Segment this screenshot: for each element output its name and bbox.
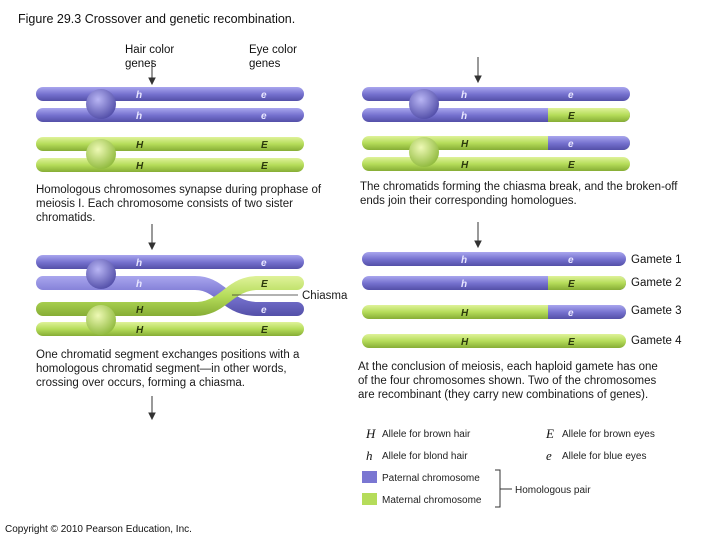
step-arrows — [148, 57, 482, 421]
gamete-4-chromosome — [362, 334, 626, 348]
allele-h-desc: Allele for blond hair — [382, 451, 468, 462]
panel-crossover: h e h E H e H E — [36, 255, 304, 336]
svg-text:E: E — [261, 161, 268, 172]
svg-text:h: h — [136, 111, 142, 122]
eye-color-genes-label: Eye color genes — [249, 44, 297, 70]
svg-text:h: h — [136, 258, 142, 269]
gamete-1-chromosome — [362, 252, 626, 266]
svg-text:H: H — [136, 325, 144, 336]
svg-text:E: E — [261, 140, 268, 151]
caption-conclusion: At the conclusion of meiosis, each haplo… — [358, 361, 658, 401]
svg-text:E: E — [261, 279, 268, 290]
homologous-pair-label: Homologous pair — [515, 485, 591, 496]
caption-break: The chromatids forming the chiasma break… — [360, 181, 678, 207]
hair-color-genes-label: Hair color genes — [125, 44, 175, 70]
caption-synapse: Homologous chromosomes synapse during pr… — [36, 184, 322, 224]
panel-synapse: h e h e H E H E — [36, 87, 304, 172]
svg-text:e: e — [568, 255, 574, 266]
svg-text:H: H — [461, 337, 469, 348]
chiasma-label: Chiasma — [302, 290, 348, 302]
caption-crossover: One chromatid segment exchanges position… — [36, 349, 300, 389]
svg-text:e: e — [568, 90, 574, 101]
homologous-bracket — [495, 469, 501, 508]
svg-text:h: h — [461, 279, 467, 290]
svg-text:h: h — [461, 90, 467, 101]
svg-text:e: e — [261, 305, 267, 316]
allele-e-desc: Allele for blue eyes — [562, 451, 647, 462]
allele-E-desc: Allele for brown eyes — [562, 429, 655, 440]
svg-text:e: e — [261, 90, 267, 101]
gamete-1-label: Gamete 1 — [631, 254, 682, 266]
paternal-swatch — [362, 471, 377, 483]
svg-text:H: H — [136, 305, 144, 316]
allele-e-symbol: e — [546, 448, 552, 463]
copyright: Copyright © 2010 Pearson Education, Inc. — [5, 524, 192, 535]
svg-text:e: e — [568, 308, 574, 319]
svg-text:h: h — [461, 111, 467, 122]
maternal-swatch — [362, 493, 377, 505]
svg-text:e: e — [568, 139, 574, 150]
svg-text:E: E — [568, 279, 575, 290]
maternal-chromosome-label: Maternal chromosome — [382, 495, 482, 506]
gamete-3-label: Gamete 3 — [631, 305, 682, 317]
svg-text:E: E — [568, 337, 575, 348]
gamete-2-label: Gamete 2 — [631, 277, 682, 289]
svg-text:h: h — [136, 90, 142, 101]
svg-text:e: e — [261, 258, 267, 269]
svg-text:h: h — [461, 255, 467, 266]
svg-text:H: H — [136, 161, 144, 172]
svg-text:H: H — [136, 140, 144, 151]
allele-H-symbol: H — [366, 426, 376, 441]
panel-gametes: h e h E H e H E — [362, 252, 626, 348]
svg-text:H: H — [461, 308, 469, 319]
svg-text:H: H — [461, 139, 469, 150]
svg-text:E: E — [568, 160, 575, 171]
allele-E-symbol: E — [546, 426, 554, 441]
svg-text:h: h — [136, 279, 142, 290]
svg-text:H: H — [461, 160, 469, 171]
svg-text:E: E — [261, 325, 268, 336]
gamete-4-label: Gamete 4 — [631, 335, 682, 347]
allele-h-symbol: h — [366, 448, 373, 463]
figure-title: Figure 29.3 Crossover and genetic recomb… — [18, 12, 296, 26]
panel-break: h e h E H e H E — [362, 87, 630, 171]
svg-text:e: e — [261, 111, 267, 122]
paternal-chromosome-label: Paternal chromosome — [382, 473, 480, 484]
svg-text:E: E — [568, 111, 575, 122]
allele-H-desc: Allele for brown hair — [382, 429, 471, 440]
